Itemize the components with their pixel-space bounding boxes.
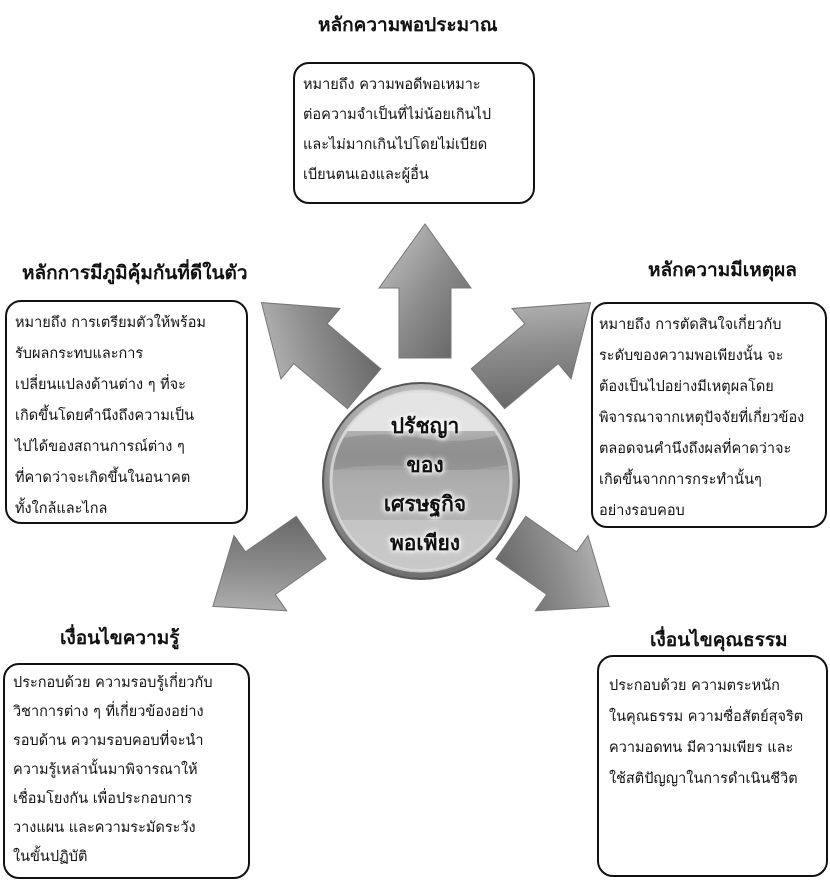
- box-moderation-line: และไม่มากเกินไปโดยไม่เบียด: [303, 137, 488, 153]
- box-reasonableness-line: อย่างรอบคอบ: [599, 503, 685, 519]
- box-reasonableness-line: พิจารณาจากเหตุปัจจัยที่เกี่ยวข้อง: [599, 410, 805, 426]
- box-knowledge-condition-line: ประกอบด้วย ความรอบรู้เกี่ยวกับ: [13, 675, 213, 691]
- box-morality-condition-line: ในคุณธรรม ความซื่อสัตย์สุจริต: [609, 709, 804, 725]
- arrow-lower-left-icon: [212, 515, 327, 612]
- box-knowledge-condition-line: ความรู้เหล่านั้นมาพิจารณาให้: [13, 762, 198, 778]
- box-morality-condition: ประกอบด้วย ความตระหนัก ในคุณธรรม ความซื่…: [597, 655, 828, 877]
- box-knowledge-condition-line: เชื่อมโยงกัน เพื่อประกอบการ: [13, 791, 193, 807]
- box-morality-condition-line: ความอดทน มีความเพียร และ: [609, 740, 794, 756]
- box-reasonableness-line: ตลอดจนคำนึงถึงผลที่คาดว่าจะ: [599, 441, 792, 457]
- box-reasonableness-line: ระดับของความพอเพียงนั้น จะ: [599, 348, 784, 364]
- box-reasonableness-line: ต้องเป็นไปอย่างมีเหตุผลโดย: [599, 379, 774, 395]
- center-title-line-3: เศรษฐกิจ: [383, 492, 467, 516]
- box-morality-condition-line: ประกอบด้วย ความตระหนัก: [609, 678, 780, 694]
- box-reasonableness-line: หมายถึง การตัดสินใจเกี่ยวกับ: [599, 317, 782, 333]
- center-title-line-2: ของ: [406, 453, 444, 477]
- arrow-upper-right-icon: [470, 302, 592, 410]
- center-title-line-1: ปรัชญา: [390, 414, 460, 438]
- box-self-immunity-line: ที่คาดว่าจะเกิดขึ้นในอนาคต: [15, 470, 191, 486]
- box-self-immunity-line: ไปได้ของสถานการณ์ต่าง ๆ: [15, 439, 185, 455]
- box-moderation-line: หมายถึง ความพอดีพอเหมาะ: [303, 77, 481, 93]
- box-moderation-line: ต่อความจำเป็นที่ไม่น้อยเกินไป: [303, 107, 492, 123]
- heading-self-immunity: หลักการมีภูมิคุ้มกันที่ดีในตัว: [22, 262, 248, 284]
- arrow-up-icon: [378, 223, 472, 359]
- box-knowledge-condition-line: วิชาการต่าง ๆ ที่เกี่ยวข้องอย่าง: [13, 704, 204, 720]
- box-self-immunity: หมายถึง การเตรียมตัวให้พร้อม รับผลกระทบแ…: [5, 300, 248, 524]
- heading-knowledge-condition: เงื่อนไขความรู้: [60, 627, 180, 649]
- box-morality-condition-line: ใช้สติปัญญาในการดำเนินชีวิต: [609, 771, 798, 787]
- box-self-immunity-line: รับผลกระทบและการ: [15, 346, 144, 362]
- center-title-line-4: พอเพียง: [389, 531, 461, 555]
- box-knowledge-condition: ประกอบด้วย ความรอบรู้เกี่ยวกับ วิชาการต่…: [3, 663, 250, 879]
- box-self-immunity-line: ทั้งใกล้และไกล: [15, 501, 108, 517]
- heading-reasonableness: หลักความมีเหตุผล: [648, 259, 797, 281]
- box-moderation: หมายถึง ความพอดีพอเหมาะ ต่อความจำเป็นที่…: [293, 62, 535, 204]
- box-self-immunity-line: หมายถึง การเตรียมตัวให้พร้อม: [15, 315, 206, 331]
- arrow-upper-left-icon: [260, 302, 382, 410]
- box-reasonableness-line: เกิดขึ้นจากการกระทำนั้นๆ: [599, 472, 762, 488]
- box-knowledge-condition-line: ในขั้นปฏิบัติ: [13, 849, 88, 865]
- box-knowledge-condition-line: วางแผน และความระมัดระวัง: [13, 820, 196, 836]
- box-reasonableness: หมายถึง การตัดสินใจเกี่ยวกับ ระดับของควา…: [591, 302, 827, 528]
- heading-moderation: หลักความพอประมาณ: [318, 14, 498, 36]
- box-knowledge-condition-line: รอบด้าน ความรอบคอบที่จะนำ: [13, 733, 204, 749]
- heading-morality-condition: เงื่อนไขคุณธรรม: [650, 629, 788, 651]
- box-self-immunity-line: เปลี่ยนแปลงด้านต่าง ๆ ที่จะ: [15, 377, 186, 393]
- box-moderation-line: เบียนตนเองและผู้อื่น: [303, 167, 429, 183]
- box-self-immunity-line: เกิดขึ้นโดยคำนึงถึงความเป็น: [15, 408, 194, 424]
- arrow-lower-right-icon: [495, 515, 610, 612]
- center-disc: [322, 382, 520, 580]
